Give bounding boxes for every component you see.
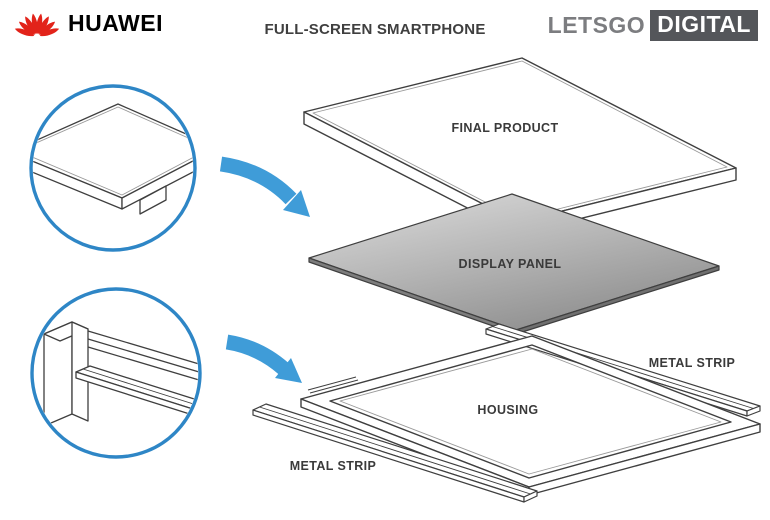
digital-wordmark: DIGITAL	[650, 10, 758, 41]
label-final-product: FINAL PRODUCT	[451, 121, 558, 135]
letsgo-wordmark: LETSGO	[547, 12, 646, 38]
housing-front-right	[528, 423, 761, 496]
huawei-petal	[18, 21, 35, 35]
edge-detail-strip-groove	[82, 368, 198, 408]
callout-arrow-bottom-head	[275, 358, 302, 383]
huawei-petal	[14, 28, 35, 37]
detail-circle-top	[29, 84, 197, 252]
housing-rim-line	[339, 348, 722, 475]
huawei-petal	[38, 16, 49, 35]
housing-corner-detail-line	[307, 376, 357, 391]
edge-detail-rim-line	[87, 346, 198, 386]
callout-arrow-bottom-shaft	[225, 334, 289, 375]
huawei-petal	[25, 16, 36, 35]
corner-detail-right-side	[121, 147, 193, 210]
huawei-petal	[39, 28, 60, 37]
label-display-panel: DISPLAY PANEL	[459, 257, 562, 271]
corner-detail-step-notch	[139, 185, 167, 215]
huawei-flower-icon	[14, 13, 60, 37]
metal-strip-bottom-end	[523, 490, 538, 503]
metal-strip-right-end	[746, 405, 761, 417]
callout-arrow-top-head	[283, 190, 310, 217]
callout-arrow-bottom	[225, 334, 302, 383]
label-housing: HOUSING	[477, 403, 538, 417]
housing-corner-detail-line	[309, 379, 359, 394]
label-metal-strip-right: METAL STRIP	[649, 356, 736, 370]
metal-strip-bottom-drawing	[252, 403, 538, 503]
page-title: FULL-SCREEN SMARTPHONE	[264, 21, 486, 38]
edge-detail-rim-line	[87, 330, 198, 370]
label-metal-strip-bottom: METAL STRIP	[290, 459, 377, 473]
metal-strip-bottom-groove	[259, 406, 531, 495]
final-product-bezel-line	[312, 60, 728, 220]
huawei-petal	[39, 21, 56, 35]
display-panel-drawing	[308, 193, 720, 335]
detail-circle-bottom	[30, 287, 202, 459]
corner-detail-bezel-line	[33, 106, 193, 196]
huawei-wordmark: HUAWEI	[68, 9, 163, 36]
edge-detail-rim-line	[87, 338, 198, 378]
callout-arrow-top	[219, 156, 310, 217]
letsgo-digital-logo: LETSGO DIGITAL	[548, 10, 758, 41]
callout-arrow-top-shaft	[219, 156, 297, 205]
huawei-petal	[31, 13, 38, 34]
huawei-logo-block: HUAWEI	[14, 8, 163, 38]
huawei-petal	[36, 13, 43, 34]
